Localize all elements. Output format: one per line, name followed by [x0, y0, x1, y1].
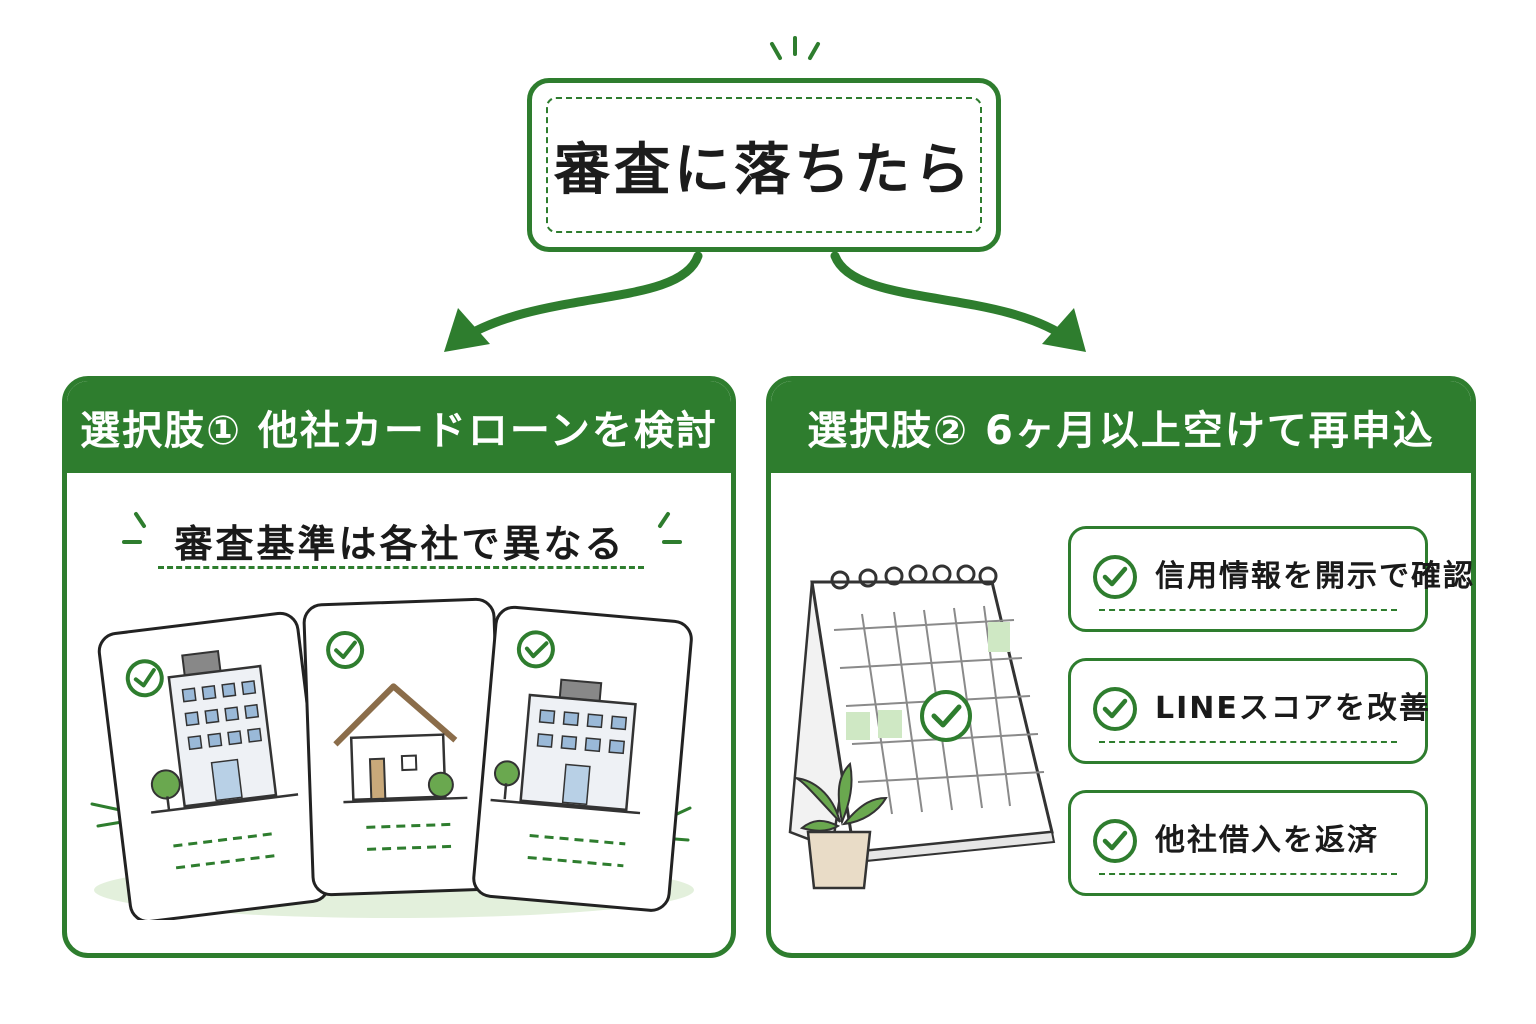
check-circle-icon: [1093, 819, 1137, 863]
emphasis-lines-icon: [122, 512, 146, 544]
branch-arrows: [444, 251, 1086, 352]
company-cards-illustration: [90, 597, 694, 920]
checklist-label: 信用情報を開示で確認: [1155, 559, 1475, 594]
title-box: 審査に落ちたら: [527, 78, 1001, 252]
checklist-underline: [1099, 741, 1397, 743]
checklist-item-repay-debt: 他社借入を返済: [1068, 790, 1428, 896]
checklist-label: LINEスコアを改善: [1155, 691, 1431, 726]
title-dashed-border: [546, 97, 982, 233]
company-card-1: [97, 611, 331, 920]
company-card-2: [302, 597, 505, 897]
check-circle-icon: [1093, 687, 1137, 731]
left-arrow: [455, 251, 703, 345]
checklist-item-credit-info: 信用情報を開示で確認: [1068, 526, 1473, 632]
option2-heading: 選択肢② 6ヶ月以上空けて再申込: [771, 381, 1471, 473]
subtitle-underline: [158, 566, 644, 569]
checklist-underline: [1099, 609, 1397, 611]
check-circle-icon: [1093, 555, 1137, 599]
page-title: 審査に落ちたら: [554, 137, 974, 203]
right-arrow: [830, 251, 1075, 345]
house-icon: [333, 683, 468, 804]
option1-subtitle: 審査基準は各社で異なる: [174, 522, 626, 566]
left-arrow-head: [444, 308, 490, 352]
option1-heading: 選択肢① 他社カードローンを検討: [67, 381, 731, 473]
calendar-illustration: [788, 564, 1056, 890]
office-building-icon: [490, 678, 641, 815]
checklist-item-line-score: LINEスコアを改善: [1068, 658, 1431, 764]
sparkle-lines-icon: [770, 36, 820, 60]
checklist-label: 他社借入を返済: [1155, 823, 1379, 858]
potted-plant-icon: [795, 761, 888, 890]
emphasis-lines-icon: [658, 512, 682, 544]
checklist-underline: [1099, 873, 1397, 875]
right-arrow-head: [1042, 308, 1086, 352]
company-card-3: [472, 605, 693, 912]
office-building-icon: [150, 649, 299, 814]
